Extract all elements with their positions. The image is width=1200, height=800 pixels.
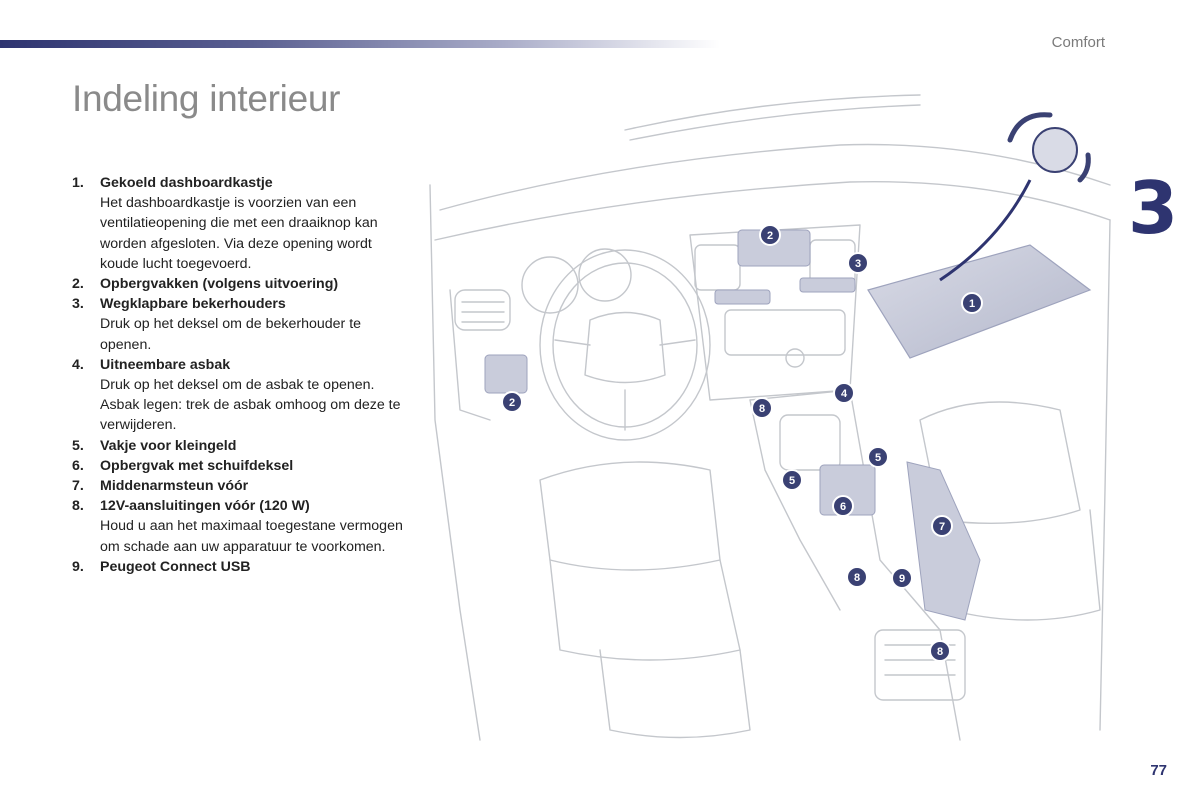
callout-8: 8 xyxy=(751,397,773,419)
callout-8: 8 xyxy=(846,566,868,588)
item-title: Wegklapbare bekerhouders xyxy=(100,296,286,313)
svg-text:2: 2 xyxy=(767,230,773,242)
callout-4: 4 xyxy=(833,382,855,404)
list-item: 2. Opbergvakken (volgens uitvoering) xyxy=(72,274,407,294)
front-armrest xyxy=(906,461,981,621)
driver-seat xyxy=(599,649,751,739)
svg-text:6: 6 xyxy=(840,501,846,513)
callout-5: 5 xyxy=(867,446,889,468)
item-title: 12V-aansluitingen vóór (120 W) xyxy=(100,498,310,515)
interior-illustration: 1 2 2 3 4 5 5 6 7 8 8 8 9 xyxy=(429,94,1111,741)
item-number: 6. xyxy=(72,457,84,474)
pointer-arrow xyxy=(939,179,1032,282)
page-number: 77 xyxy=(1150,762,1167,779)
rotary-knob-icon xyxy=(1032,127,1078,173)
item-title: Vakje voor kleingeld xyxy=(100,437,237,454)
passenger-seat xyxy=(919,401,1081,525)
item-number: 5. xyxy=(72,437,84,454)
list-item: 3. Wegklapbare bekerhouders Druk op het … xyxy=(72,294,407,355)
page-title: Indeling interieur xyxy=(72,78,341,119)
item-title: Opbergvak met schuifdeksel xyxy=(100,457,294,474)
item-title: Gekoeld dashboardkastje xyxy=(100,175,273,191)
item-title: Uitneembare asbak xyxy=(100,356,231,373)
callout-8: 8 xyxy=(929,640,951,662)
interior-item-list: 1. Gekoeld dashboardkastje Het dashboard… xyxy=(72,173,407,577)
left-air-vent xyxy=(461,301,505,323)
driver-seat xyxy=(539,461,721,571)
svg-text:8: 8 xyxy=(854,572,860,584)
instrument-cluster xyxy=(521,256,579,314)
callout-9: 9 xyxy=(891,567,913,589)
section-label: Comfort xyxy=(1051,34,1105,51)
list-item: 6. Opbergvak met schuifdeksel xyxy=(72,456,407,476)
item-number: 7. xyxy=(72,478,84,495)
item-number: 4. xyxy=(72,356,84,373)
gear-shifter-area xyxy=(779,414,841,471)
item-number: 9. xyxy=(72,558,84,575)
svg-text:9: 9 xyxy=(899,573,905,585)
svg-text:8: 8 xyxy=(759,403,765,415)
callout-1: 1 xyxy=(961,292,983,314)
item-description: Druk op het deksel om de bekerhouder te … xyxy=(100,316,362,353)
item-number: 1. xyxy=(72,175,84,191)
svg-text:8: 8 xyxy=(937,646,943,658)
list-item: 8. 12V-aansluitingen vóór (120 W) Houd u… xyxy=(72,496,407,557)
center-console xyxy=(749,389,961,741)
radio-unit xyxy=(724,309,846,356)
callout-2: 2 xyxy=(501,391,523,413)
list-item: 7. Middenarmsteun vóór xyxy=(72,476,407,496)
svg-text:1: 1 xyxy=(969,298,975,310)
item-number: 3. xyxy=(72,296,84,313)
instrument-cluster xyxy=(578,248,632,302)
item-description: Het dashboardkastje is voorzien van een … xyxy=(100,195,378,272)
item-description: Houd u aan het maximaal toegestane vermo… xyxy=(100,518,403,555)
callout-6: 6 xyxy=(832,495,854,517)
svg-text:3: 3 xyxy=(855,258,861,270)
radio-knob xyxy=(785,348,805,368)
callout-7: 7 xyxy=(931,515,953,537)
steering-wheel-spoke xyxy=(554,339,696,431)
item-description: Druk op het deksel om de asbak te openen… xyxy=(100,377,401,434)
windscreen-edge xyxy=(629,104,921,141)
center-air-vent xyxy=(694,244,741,291)
list-item: 9. Peugeot Connect USB xyxy=(72,557,407,577)
rotate-arrow-icon xyxy=(1077,152,1091,183)
rotate-arrow-icon xyxy=(1007,112,1053,143)
svg-text:5: 5 xyxy=(875,452,881,464)
svg-text:5: 5 xyxy=(789,475,795,487)
driver-seat xyxy=(549,559,741,661)
cupholder-lid xyxy=(714,289,771,305)
list-item: 4. Uitneembare asbak Druk op het deksel … xyxy=(72,355,407,436)
left-door-panel xyxy=(449,289,491,421)
item-title: Opbergvakken (volgens uitvoering) xyxy=(100,276,339,293)
item-title: Middenarmsteun vóór xyxy=(100,478,249,495)
svg-text:7: 7 xyxy=(939,521,945,533)
right-door-panel xyxy=(1099,219,1111,731)
windscreen-edge xyxy=(624,94,921,131)
header-gradient-bar xyxy=(0,40,720,48)
left-door-panel xyxy=(429,184,481,741)
svg-text:2: 2 xyxy=(509,397,515,409)
callout-3: 3 xyxy=(847,252,869,274)
list-item: 1. Gekoeld dashboardkastje Het dashboard… xyxy=(72,173,407,274)
chapter-number: 3 xyxy=(1128,166,1179,250)
svg-text:4: 4 xyxy=(841,388,848,400)
steering-wheel xyxy=(539,249,711,441)
item-title: Peugeot Connect USB xyxy=(100,558,251,575)
steering-wheel-hub xyxy=(584,311,666,384)
lower-storage xyxy=(484,354,528,394)
rear-air-vent xyxy=(874,629,966,701)
dashboard-top xyxy=(439,143,1111,211)
item-number: 2. xyxy=(72,276,84,293)
callout-5: 5 xyxy=(781,469,803,491)
center-console xyxy=(749,399,841,611)
left-air-vent xyxy=(454,289,511,331)
cupholder-lid xyxy=(799,277,856,293)
callout-2: 2 xyxy=(759,224,781,246)
list-item: 5. Vakje voor kleingeld xyxy=(72,436,407,456)
item-number: 8. xyxy=(72,498,84,515)
